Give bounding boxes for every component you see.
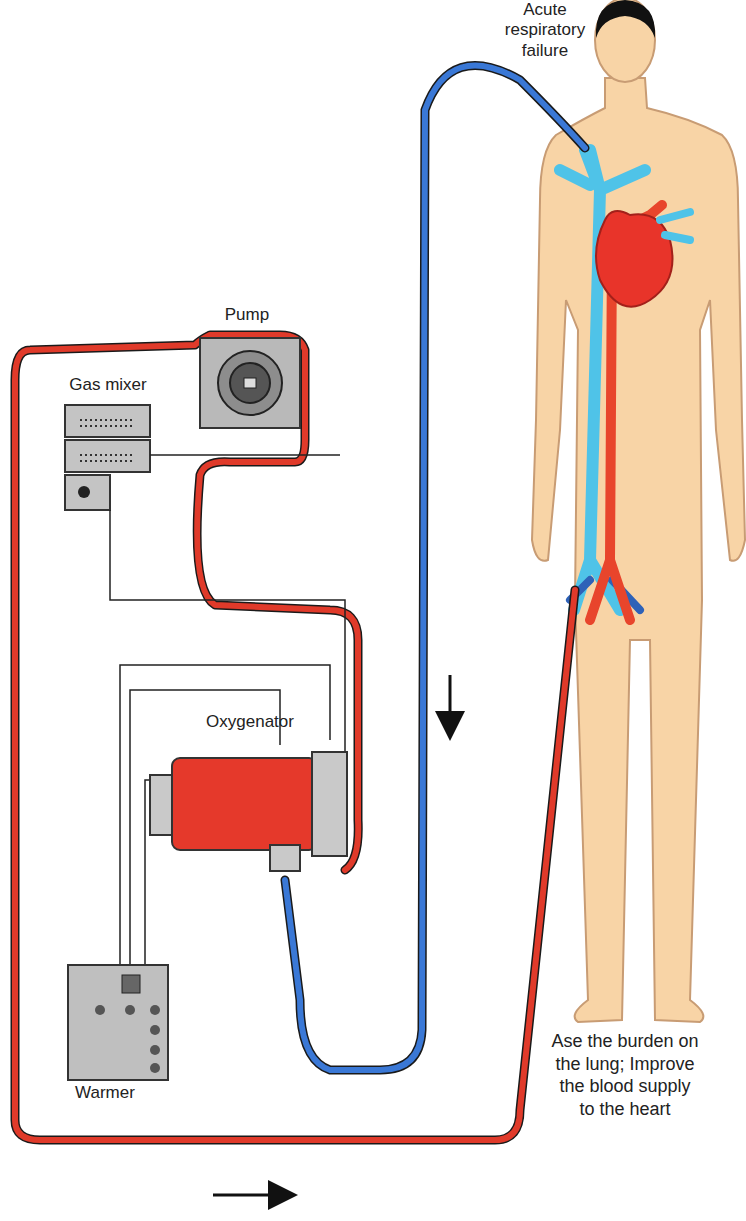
- arterial-tube: [15, 335, 575, 1140]
- patient-figure: [532, 0, 745, 1022]
- condition-label: Acute respiratory failure: [490, 0, 600, 61]
- blood-vessels: [560, 150, 690, 620]
- device-label: Oxygenator: [190, 712, 310, 732]
- warmer: [68, 965, 168, 1080]
- device-label: Gas mixer: [58, 375, 158, 395]
- purpose-note: Ase the burden on the lung; Improve the …: [550, 1030, 700, 1120]
- gas-mixer: [65, 405, 150, 510]
- device-label: Pump: [212, 305, 282, 325]
- pump: [200, 338, 300, 428]
- device-label: Warmer: [55, 1083, 155, 1103]
- flow-arrow: [213, 1194, 292, 1197]
- oxygenator: [150, 752, 347, 871]
- gas-lines: [110, 455, 345, 965]
- flow-arrow: [449, 675, 452, 735]
